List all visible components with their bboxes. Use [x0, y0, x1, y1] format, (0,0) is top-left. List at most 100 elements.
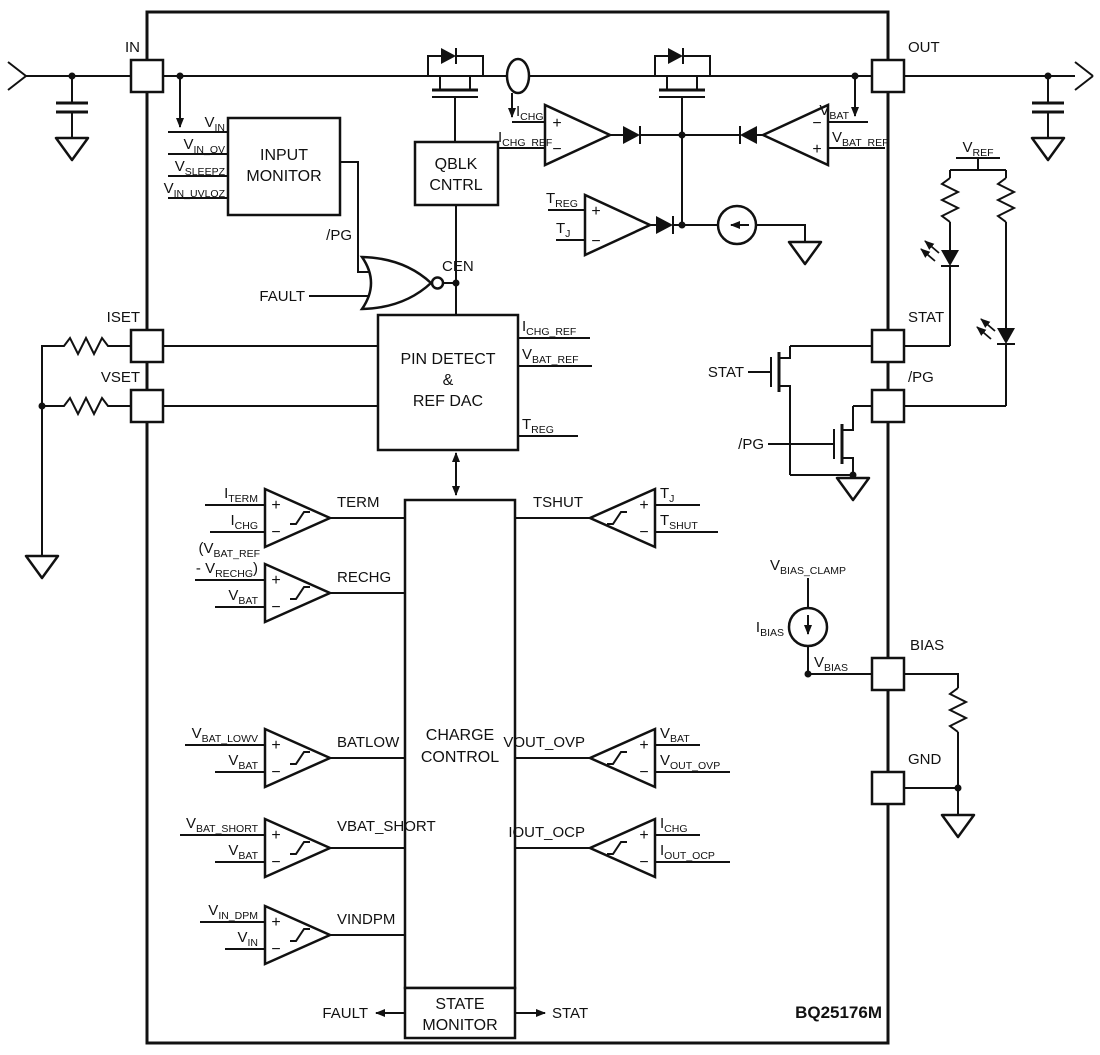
pg-led-resistor: [995, 177, 1017, 223]
comparator-signs: + − − + + − + − + − + − + − + − + − + − …: [271, 115, 821, 958]
block-charge-control: [403, 498, 517, 990]
minus-sign: −: [271, 524, 280, 541]
input-monitor-title-1: INPUT: [260, 147, 308, 164]
label-vbias: VBIAS: [814, 654, 848, 674]
label-treg-out: TREG: [522, 416, 554, 436]
label-pg-gate: /PG: [738, 436, 764, 453]
part-number: BQ25176M: [795, 1003, 882, 1022]
stat-led-resistor: [939, 177, 961, 223]
label-rechg-ref-1: (VBAT_REF: [199, 540, 260, 560]
label-vbat-batlow: VBAT: [228, 752, 258, 772]
pin-pg-label: /PG: [908, 369, 934, 386]
label-vbat-ref-in: VBAT_REF: [832, 129, 889, 149]
label-ichg-term: ICHG: [230, 512, 258, 532]
plus-sign: +: [271, 497, 280, 514]
pin-out-label: OUT: [908, 39, 940, 56]
label-iterm: ITERM: [224, 485, 258, 505]
comparator-vbat-short-label: VBAT_SHORT: [337, 818, 436, 835]
gate-drive-diodes: [623, 126, 757, 234]
hysteresis-icon: [607, 751, 627, 765]
comparator-term: [263, 487, 334, 549]
comparator-batlow-label: BATLOW: [337, 734, 400, 751]
junction-dots: [38, 72, 1052, 792]
wires: [7, 61, 1094, 950]
led-stat: [920, 240, 959, 267]
label-vbat-rechg: VBAT: [228, 587, 258, 607]
label-stat-gate: STAT: [708, 364, 744, 381]
comparator-rechg: [263, 562, 334, 624]
q2-body-diode-icon: [668, 48, 683, 64]
label-vbat-lowv: VBAT_LOWV: [192, 725, 258, 745]
hysteresis-icon: [290, 928, 310, 942]
label-fault-in: FAULT: [259, 288, 305, 305]
comparator-batlow: [263, 727, 334, 789]
label-tj-tshut: TJ: [660, 485, 674, 505]
bias-resistor: [947, 687, 969, 733]
label-vbias-clamp: VBIAS_CLAMP: [770, 557, 846, 577]
plus-sign: +: [271, 572, 280, 589]
plus-sign: +: [271, 827, 280, 844]
block-input-monitor: [226, 116, 342, 217]
comparator-vindpm-label: VINDPM: [337, 911, 395, 928]
hysteresis-icon: [290, 751, 310, 765]
label-vin-dpm: VIN_DPM: [208, 902, 258, 922]
ground-icon: [940, 813, 976, 839]
hysteresis-icon: [607, 511, 627, 525]
label-ichg-ref-out: ICHG_REF: [522, 318, 576, 338]
plus-sign: +: [271, 737, 280, 754]
label-fault-out: FAULT: [322, 1005, 368, 1022]
pin-iset: [129, 328, 165, 364]
label-vbat-short-th: VBAT_SHORT: [186, 815, 259, 835]
comparator-vindpm: [263, 904, 334, 966]
output-capacitor: [1030, 76, 1066, 162]
label-treg-in: TREG: [546, 190, 578, 210]
pin-gnd: [870, 770, 906, 806]
iset-resistor: [41, 335, 131, 406]
thermal-current-source: [716, 204, 823, 266]
pin-gnd-label: GND: [908, 751, 942, 768]
ground-icon: [835, 476, 871, 502]
label-ichg-ocp: ICHG: [660, 815, 688, 835]
hysteresis-icon: [290, 841, 310, 855]
pin-detect-title-1: PIN DETECT: [400, 351, 495, 368]
label-vin-ov: VIN_OV: [183, 136, 225, 156]
label-vout-ovp-th: VOUT_OVP: [660, 752, 720, 772]
comparator-ichg-loop: [543, 103, 613, 167]
ground-icon: [787, 240, 823, 266]
label-tj-in: TJ: [556, 220, 570, 240]
plus-sign: +: [639, 737, 648, 754]
comparator-iout-ocp: [586, 817, 657, 879]
pin-in: [129, 58, 165, 94]
label-stat-out: STAT: [552, 1005, 588, 1022]
minus-sign: −: [552, 141, 561, 158]
label-cen: CEN: [442, 258, 474, 275]
block-pin-detect-ref-dac: [376, 313, 520, 452]
minus-sign: −: [271, 599, 280, 616]
pin-vset: [129, 388, 165, 424]
ground-icon: [54, 136, 90, 162]
inverter-bubble-icon: [430, 276, 445, 290]
label-vbat-sense: VBAT: [819, 102, 849, 122]
qblk-title-1: QBLK: [435, 156, 478, 173]
pin-iset-label: ISET: [107, 309, 140, 326]
comparator-vout-ovp-label: VOUT_OVP: [503, 734, 585, 751]
label-tshut-th: TSHUT: [660, 512, 698, 532]
label-iout-ocp-th: IOUT_OCP: [660, 842, 715, 862]
nor-gate: [359, 255, 445, 311]
ground-icon: [24, 554, 60, 580]
plus-sign: +: [591, 203, 600, 220]
plus-sign: +: [639, 497, 648, 514]
minus-sign: −: [271, 854, 280, 871]
led-emission-arrow: [924, 240, 940, 254]
hysteresis-icon: [607, 841, 627, 855]
pin-stat: [870, 328, 906, 364]
pin-vset-label: VSET: [101, 369, 140, 386]
arrow-wires: [176, 76, 859, 1017]
state-monitor-title-2: MONITOR: [422, 1017, 497, 1034]
plus-sign: +: [639, 827, 648, 844]
diode-icon: [623, 126, 640, 144]
plus-sign: +: [812, 141, 821, 158]
mosfet-q2: [654, 48, 711, 98]
label-vin: VIN: [204, 114, 225, 134]
